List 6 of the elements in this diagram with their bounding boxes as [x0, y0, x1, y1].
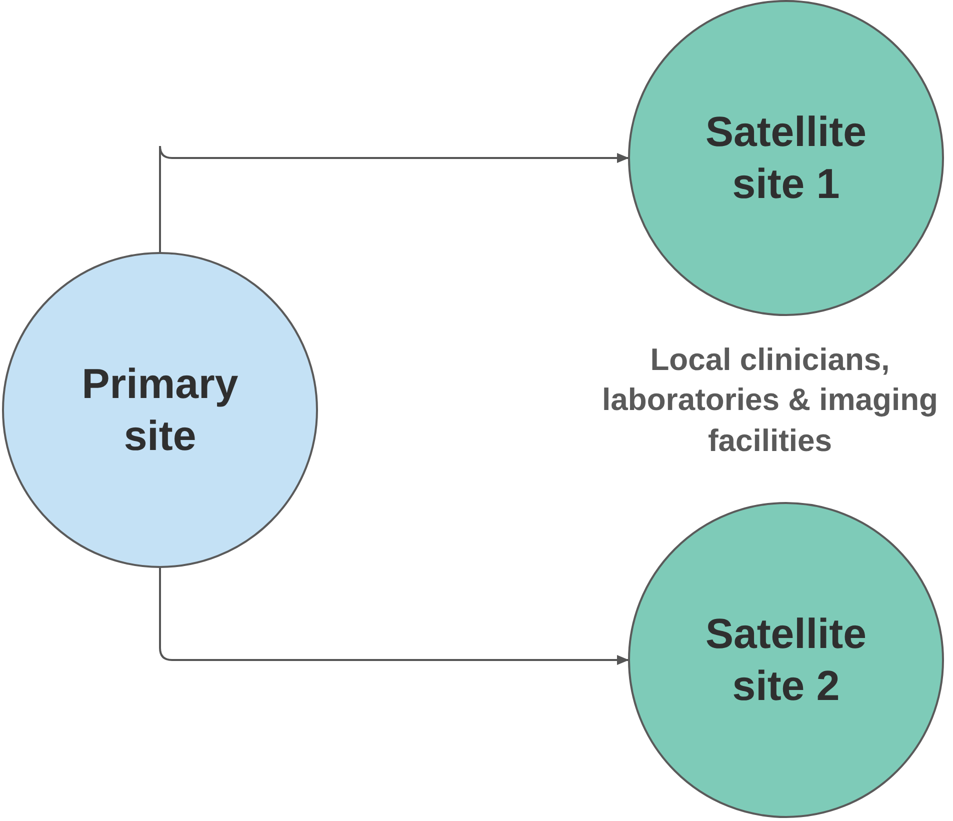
site-label: Primary site [80, 358, 240, 461]
site-label: Satellite site 2 [704, 608, 868, 711]
note-text: Local clinicians, laboratories & imaging facilities [601, 341, 939, 460]
arrow [159, 568, 629, 665]
arrow [159, 145, 629, 252]
site-label: Satellite site 1 [704, 106, 868, 209]
